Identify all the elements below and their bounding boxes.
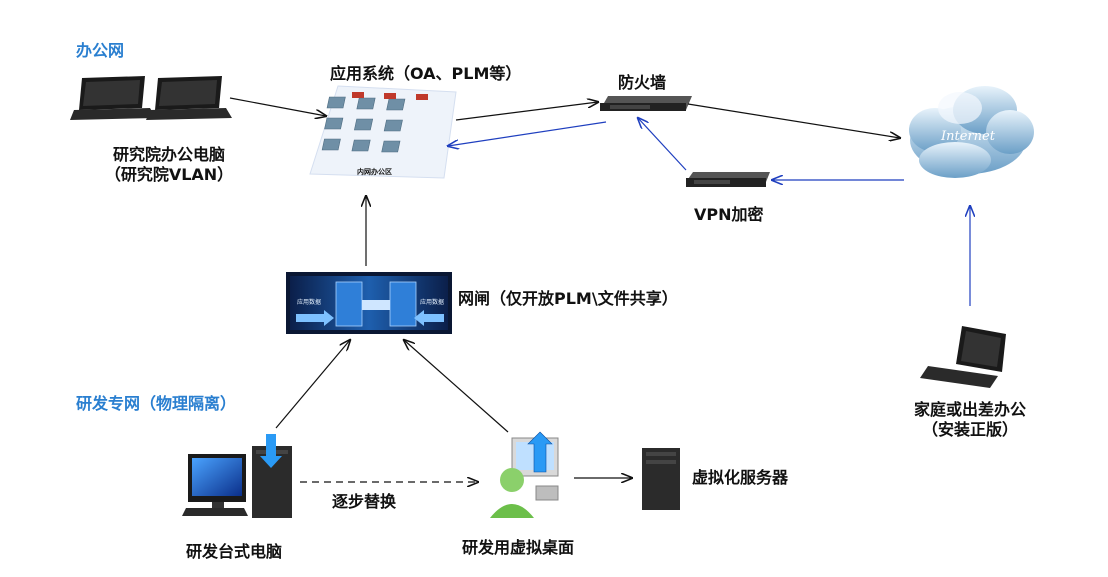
virtual-server-icon (642, 448, 680, 510)
gateway-right-tag: 应用数据 (420, 298, 444, 306)
rd-network-section-label: 研发专网（物理隔离） (76, 394, 237, 413)
arrow-desktop-to-gateway (275, 340, 350, 429)
vpn-device-icon (686, 172, 770, 187)
virtual-server-label: 虚拟化服务器 (692, 468, 789, 487)
app-inner-caption: 内网办公区 (357, 168, 392, 176)
home-office-label-line1: 家庭或出差办公 (913, 400, 1026, 419)
arrow-firewall-to-app (448, 121, 607, 146)
rd-desktop-label: 研发台式电脑 (186, 542, 283, 561)
virtual-desktop-label: 研发用虚拟桌面 (462, 538, 575, 557)
app-system-label: 应用系统（OA、PLM等） (330, 64, 522, 83)
home-office-label-line2: （安装正版） (921, 420, 1018, 439)
home-laptop-icon (920, 326, 1006, 388)
office-pc-label-line1: 研究院办公电脑 (112, 145, 225, 164)
gateway-label: 网闸（仅开放PLM\文件共享） (458, 289, 678, 308)
internet-label: Internet (940, 129, 996, 144)
arrow-virtual-desktop-to-gateway (404, 340, 509, 433)
virtual-desktop-icon (490, 431, 559, 518)
home-office-label: 家庭或出差办公 （安装正版） (880, 400, 1060, 440)
office-pc-label: 研究院办公电脑 （研究院VLAN） (84, 145, 254, 185)
office-laptop-icon (70, 76, 156, 120)
firewall-label: 防火墙 (618, 73, 667, 92)
firewall-device-icon (600, 96, 692, 111)
office-network-section-label: 办公网 (76, 41, 125, 60)
replace-label: 逐步替换 (332, 492, 397, 511)
desktop-computer-icon (182, 434, 292, 518)
gateway-device-icon (286, 272, 452, 334)
vpn-label: VPN加密 (694, 205, 764, 224)
arrow-app-to-firewall (455, 102, 598, 121)
arrow-firewall-to-internet (687, 103, 900, 138)
office-laptop-icon (146, 76, 232, 120)
gateway-left-tag: 应用数据 (297, 298, 321, 306)
arrow-vpn-to-firewall (638, 118, 687, 171)
app-system-panel (309, 85, 457, 179)
arrow-office-to-app (229, 97, 326, 116)
office-pc-label-line2: （研究院VLAN） (104, 165, 234, 184)
internet-cloud-icon (909, 86, 1034, 178)
